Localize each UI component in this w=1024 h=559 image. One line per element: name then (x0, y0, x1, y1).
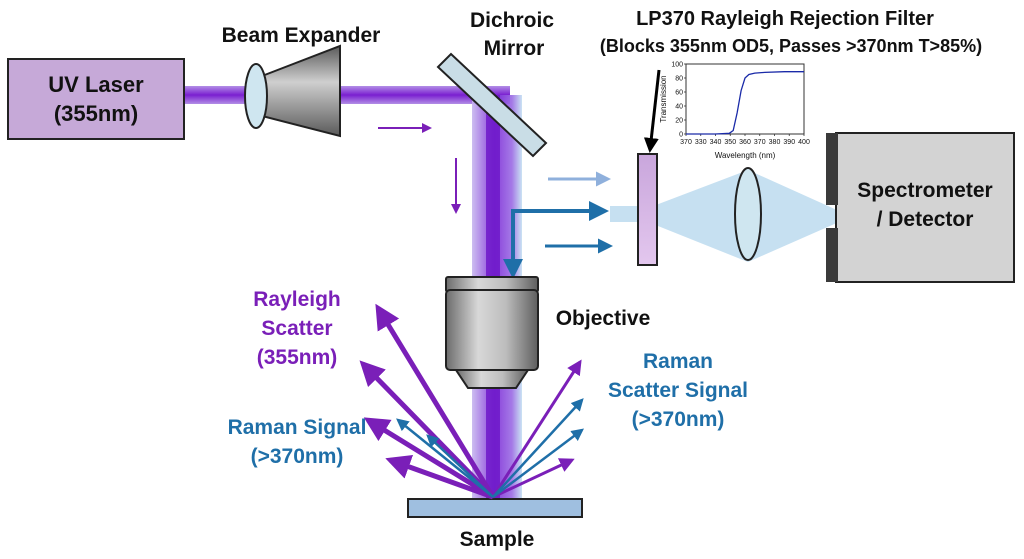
raman-right-label: Raman (643, 350, 713, 373)
dichroic-label: Dichroic (470, 9, 554, 32)
y-tick-label: 60 (675, 90, 683, 97)
beam-expander: Beam Expander (222, 24, 381, 138)
filter-title: LP370 Rayleigh Rejection Filter (636, 8, 934, 30)
raman-arrow (396, 418, 494, 498)
beam-expander-label: Beam Expander (222, 24, 381, 47)
rayleigh-scatter-arrows (359, 303, 582, 500)
focusing-lens (734, 167, 762, 261)
rayleigh-label: Rayleigh (253, 288, 341, 311)
x-tick-label: 360 (739, 139, 751, 146)
x-tick-label: 350 (724, 139, 736, 146)
y-tick-label: 0 (679, 132, 683, 139)
y-tick-label: 20 (675, 118, 683, 125)
x-tick-label: 370 (680, 139, 692, 146)
laser-label: UV Laser (48, 72, 144, 97)
rayleigh-label-2: Scatter (261, 317, 332, 340)
objective-label: Objective (556, 307, 651, 330)
rayleigh-arrow (491, 359, 582, 498)
dichroic-mirror: Dichroic Mirror (436, 9, 554, 158)
sample-label: Sample (460, 528, 535, 551)
y-tick-label: 100 (671, 62, 683, 69)
rayleigh-arrow (385, 454, 494, 500)
x-tick-label: 380 (769, 139, 781, 146)
spectrometer-label-2: / Detector (877, 208, 974, 231)
x-tick-label: 390 (783, 139, 795, 146)
raman-arrow (492, 398, 584, 498)
rayleigh-arrow (492, 458, 575, 499)
rayleigh-arrow (375, 303, 496, 499)
chart-xlabel: Wavelength (nm) (715, 151, 776, 160)
sample-slide (407, 498, 583, 518)
x-tick-label: 370 (754, 139, 766, 146)
rayleigh-arrow (359, 360, 495, 499)
rayleigh-wavelength: (355nm) (257, 346, 338, 369)
y-tick-label: 80 (675, 76, 683, 83)
dichroic-label-2: Mirror (484, 37, 545, 60)
raman-right-label-2: Scatter Signal (608, 379, 748, 402)
raman-left-wavelength: (>370nm) (251, 445, 344, 468)
y-tick-label: 40 (675, 104, 683, 111)
transmission-curve (686, 71, 804, 135)
rayleigh-arrow (363, 417, 495, 500)
spectrometer-detector: Spectrometer / Detector (826, 132, 1015, 283)
x-tick-label: 400 (798, 139, 810, 146)
x-tick-label: 340 (710, 139, 722, 146)
raman-scatter-arrows (396, 398, 584, 498)
lp370-filter (637, 153, 658, 266)
chart-ylabel: Transmission (659, 75, 668, 122)
raman-return-path (503, 201, 609, 279)
x-tick-label: 330 (695, 139, 707, 146)
raman-arrow (426, 434, 494, 498)
chart-plot-area (685, 63, 805, 135)
raman-left-label: Raman Signal (228, 416, 367, 439)
laser-wavelength: (355nm) (54, 101, 138, 126)
expander-lens (244, 63, 268, 129)
raman-right-wavelength: (>370nm) (632, 408, 725, 431)
uv-laser: UV Laser (355nm) (7, 58, 185, 140)
spectrometer-label: Spectrometer (857, 179, 992, 202)
objective-lens: Objective (445, 276, 651, 389)
raman-arrow (492, 428, 584, 498)
filter-subtitle: (Blocks 355nm OD5, Passes >370nm T>85%) (600, 36, 982, 56)
filter-pointer-arrow (643, 69, 661, 153)
